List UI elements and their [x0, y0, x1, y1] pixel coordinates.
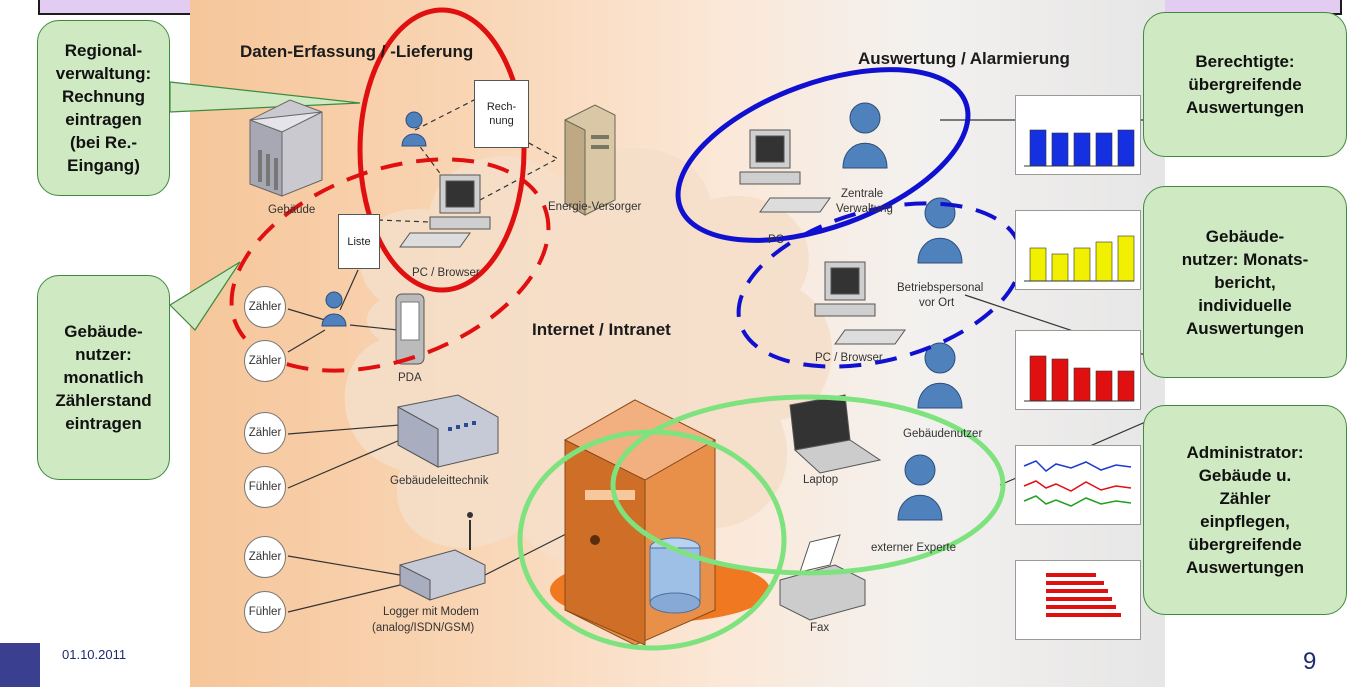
building-icon [249, 99, 323, 197]
invoice-doc: Rech- nung [474, 80, 529, 148]
callout-administrator: Administrator: Gebäude u. Zähler einpfle… [1143, 405, 1347, 615]
laptop-icon [789, 394, 882, 474]
thumb-bar [1117, 129, 1135, 167]
report-thumbnail [1015, 445, 1141, 525]
thumb-bar [1051, 253, 1069, 282]
report-thumbnail [1015, 95, 1141, 175]
callout-berechtigte: Berechtigte: übergreifende Auswertungen [1143, 12, 1347, 157]
thumb-bar [1073, 367, 1091, 402]
red-ring-dashed [229, 157, 551, 373]
thumb-bar [1029, 355, 1047, 402]
callout-regionalverwaltung: Regional- verwaltung: Rechnung eintragen… [37, 20, 170, 196]
report-thumbnail [1015, 330, 1141, 410]
counter-circle: Zähler [244, 412, 286, 454]
thumb-bar [1117, 235, 1135, 282]
header-center: Internet / Intranet [532, 320, 671, 339]
label-betrieb-2: vor Ort [919, 297, 955, 309]
label-fax: Fax [810, 622, 830, 634]
building-control-device-icon [397, 394, 499, 468]
person-icon [321, 102, 963, 521]
label-pc-browser-right: PC / Browser [815, 352, 883, 364]
sensor-circle: Fühler [244, 466, 286, 508]
callout-gebaeudenutzer-left: Gebäude- nutzer: monatlich Zählerstand e… [37, 275, 170, 480]
label-gebaeudenutzer: Gebäudenutzer [903, 428, 983, 440]
thumb-bar [1117, 370, 1135, 402]
thumb-bar [1095, 370, 1113, 402]
label-zentrale-1: Zentrale [841, 188, 884, 200]
thumb-bar [1073, 247, 1091, 282]
list-doc: Liste [338, 214, 380, 269]
report-thumbnail [1015, 560, 1141, 640]
thumb-bar [1051, 132, 1069, 167]
callout-pointer-nutzer [169, 261, 241, 331]
callout-pointer-regional [169, 81, 361, 113]
thumb-bar [1029, 129, 1047, 167]
counter-circle: Zähler [244, 536, 286, 578]
thumb-bar [1073, 132, 1091, 167]
page-number: 9 [1303, 648, 1317, 675]
energy-server-icon [564, 104, 616, 216]
modem-icon [399, 512, 486, 601]
thumb-bar [1029, 247, 1047, 282]
label-externer: externer Experte [871, 542, 957, 554]
thumb-bar [1095, 132, 1113, 167]
sensor-circle: Fühler [244, 591, 286, 633]
label-betrieb-1: Betriebspersonal [897, 282, 984, 294]
report-thumbnail [1015, 210, 1141, 290]
callout-gebaeudenutzer-right: Gebäude- nutzer: Monats- bericht, indivi… [1143, 186, 1347, 378]
pda-icon [395, 293, 425, 365]
label-gebaeudeleittechnik: Gebäudeleittechnik [390, 475, 489, 487]
header-right: Auswertung / Alarmierung [858, 49, 1070, 68]
label-energie: Energie-Versorger [548, 201, 642, 213]
header-left: Daten-Erfassung / -Lieferung [240, 42, 474, 61]
fax-icon [779, 534, 866, 621]
label-logger-sub: (analog/ISDN/GSM) [372, 622, 475, 634]
label-pda: PDA [398, 372, 422, 384]
label-pc-browser-left: PC / Browser [412, 267, 480, 279]
green-ring-right [610, 394, 1006, 576]
red-ring-solid [357, 7, 527, 293]
label-logger: Logger mit Modem [383, 606, 479, 618]
label-pc: PC [768, 234, 784, 246]
counter-circle: Zähler [244, 340, 286, 382]
label-gebaeude: Gebäude [268, 204, 316, 216]
thumb-bar [1051, 358, 1069, 402]
label-laptop: Laptop [803, 474, 839, 486]
footer-date: 01.10.2011 [62, 647, 127, 662]
thumb-bar [1095, 241, 1113, 282]
counter-circle: Zähler [244, 286, 286, 328]
label-zentrale-2: Verwaltung [836, 203, 893, 215]
blue-ring-solid [675, 67, 971, 243]
footer-accent [0, 643, 40, 687]
main-server-icon [550, 399, 770, 646]
pc-icon [399, 129, 906, 345]
